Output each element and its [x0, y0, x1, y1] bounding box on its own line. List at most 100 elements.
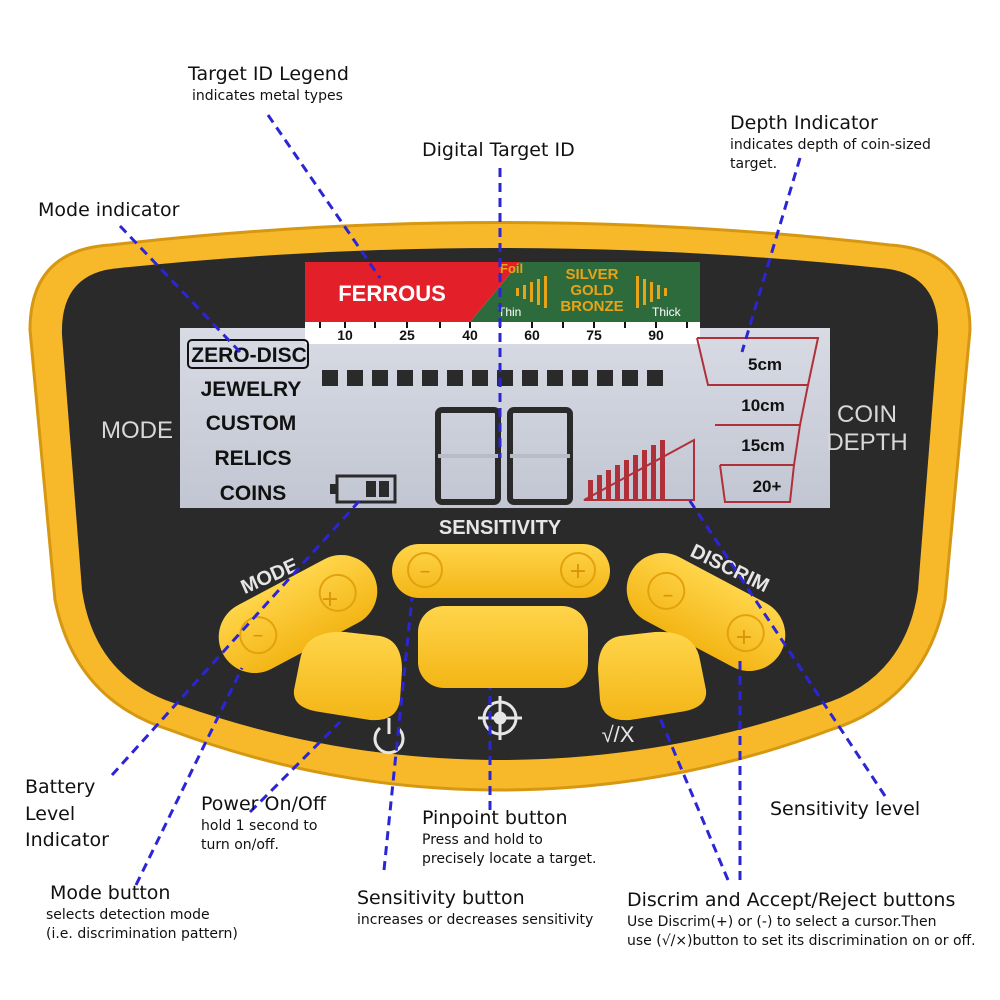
- battery-line2: Level: [25, 802, 76, 825]
- legend-scale: 10 25 40 60 75 90: [337, 327, 664, 343]
- foil-label: Foil: [500, 261, 523, 276]
- mode-button-group[interactable]: [206, 542, 390, 685]
- mode-minus[interactable]: –: [253, 623, 264, 648]
- sensitivity-minus[interactable]: –: [420, 559, 431, 584]
- non-ferrous-zone: [470, 262, 700, 322]
- annotation-leaders: [110, 114, 887, 886]
- power-button[interactable]: [293, 631, 402, 721]
- label-power: Power On/Off hold 1 second to turn on/of…: [201, 793, 326, 855]
- sensitivity-plus[interactable]: +: [569, 559, 587, 584]
- bronze-label: BRONZE: [560, 298, 623, 315]
- leader-power: [248, 720, 342, 814]
- digit-1: [435, 407, 501, 505]
- label-discrim-buttons: Discrim and Accept/Reject buttons Use Di…: [627, 889, 976, 951]
- battery-line1: Battery: [25, 776, 96, 798]
- gold-label: GOLD: [570, 282, 613, 299]
- crosshair-icon: [478, 696, 522, 740]
- mode-coins: COINS: [220, 482, 287, 505]
- legend-scale-strip: [305, 322, 700, 344]
- discrim-minus[interactable]: –: [663, 583, 674, 608]
- ferrous-label: FERROUS: [338, 281, 446, 306]
- sensitivity-level-title: Sensitivity level: [770, 798, 921, 820]
- depth-15cm: 15cm: [741, 436, 784, 455]
- mode-selected-box: [187, 339, 309, 369]
- discrim-button-group[interactable]: [614, 540, 798, 683]
- mode-button-title: Mode button: [50, 882, 171, 904]
- discrim-desc1: Use Discrim(+) or (-) to select a cursor…: [627, 913, 937, 930]
- depth-20plus: 20+: [753, 477, 782, 496]
- power-desc2: turn on/off.: [201, 836, 280, 853]
- pinpoint-desc2: precisely locate a target.: [422, 850, 597, 867]
- target-legend-title: Target ID Legend: [188, 63, 349, 85]
- scale-25: 25: [399, 327, 415, 343]
- leader-depth: [740, 157, 802, 353]
- mode-indicator-title: Mode indicator: [38, 199, 180, 221]
- discrim-plus[interactable]: +: [735, 625, 753, 650]
- label-digital-target-id: Digital Target ID: [422, 139, 575, 163]
- label-mode-indicator: Mode indicator: [38, 199, 179, 223]
- depth-labels: 5cm 10cm 15cm 20+: [741, 355, 784, 496]
- thin-label: Thin: [498, 305, 521, 319]
- target-id-segments: [322, 370, 663, 386]
- scale-60: 60: [524, 327, 540, 343]
- accept-reject-button[interactable]: [598, 631, 707, 721]
- ferrous-zone: [305, 262, 520, 322]
- label-sensitivity-level: Sensitivity level: [770, 798, 920, 822]
- depth-5cm: 5cm: [748, 355, 782, 374]
- depth-label: DEPTH: [826, 429, 907, 456]
- sensitivity-panel-label: SENSITIVITY: [439, 517, 562, 539]
- silver-label: SILVER: [565, 266, 618, 283]
- label-mode-button: Mode button selects detection mode (i.e.…: [46, 882, 238, 944]
- discrim-desc2: use (√/×)button to set its discriminatio…: [627, 932, 976, 949]
- battery-level-indicator: [330, 474, 397, 504]
- mode-button-desc1: selects detection mode: [46, 906, 210, 923]
- depth-indicator: [696, 337, 820, 503]
- leader-sensitivity-button: [382, 597, 414, 871]
- label-depth-indicator: Depth Indicator indicates depth of coin-…: [730, 112, 931, 174]
- mode-side-label: MODE: [101, 417, 173, 444]
- depth-indicator-title: Depth Indicator: [730, 112, 878, 134]
- leader-mode-button: [134, 667, 244, 886]
- mode-jewelry: JEWELRY: [201, 378, 302, 401]
- label-battery-level: Battery Level Indicator: [25, 774, 109, 854]
- digit-2: [507, 407, 573, 505]
- leader-target-legend: [266, 114, 382, 279]
- power-icon: [373, 718, 405, 755]
- label-target-id-legend: Target ID Legend indicates metal types: [188, 63, 349, 106]
- pinpoint-title: Pinpoint button: [422, 807, 568, 829]
- leader-battery: [110, 496, 364, 777]
- depth-indicator-desc1: indicates depth of coin-sized: [730, 136, 931, 153]
- target-legend-desc: indicates metal types: [192, 87, 343, 104]
- battery-line3: Indicator: [25, 829, 109, 852]
- digital-target-id: 00: [435, 407, 573, 505]
- scale-40: 40: [462, 327, 478, 343]
- thick-label: Thick: [652, 305, 682, 319]
- mode-custom: CUSTOM: [206, 412, 297, 435]
- label-sensitivity-button: Sensitivity button increases or decrease…: [357, 887, 593, 930]
- pinpoint-button[interactable]: [418, 606, 588, 688]
- signal-bars-right: [636, 276, 667, 308]
- mode-plus[interactable]: +: [321, 587, 339, 612]
- pinpoint-desc1: Press and hold to: [422, 831, 543, 848]
- scale-10: 10: [337, 327, 353, 343]
- discrim-title: Discrim and Accept/Reject buttons: [627, 889, 956, 911]
- sensitivity-button-desc: increases or decreases sensitivity: [357, 911, 594, 928]
- sensitivity-button-title: Sensitivity button: [357, 887, 525, 909]
- label-pinpoint: Pinpoint button Press and hold to precis…: [422, 807, 596, 869]
- depth-10cm: 10cm: [741, 396, 784, 415]
- signal-bars-left: [516, 276, 547, 308]
- coin-label: COIN: [837, 401, 897, 428]
- depth-indicator-desc2: target.: [730, 155, 778, 172]
- scale-75: 75: [586, 327, 602, 343]
- power-title: Power On/Off: [201, 793, 326, 815]
- digital-id-title: Digital Target ID: [422, 139, 575, 161]
- mode-relics: RELICS: [214, 447, 291, 470]
- mode-zero-disc: ZERO-DISC: [191, 344, 307, 367]
- mode-list: ZERO-DISC JEWELRY CUSTOM RELICS COINS: [191, 344, 307, 505]
- sensitivity-button-group[interactable]: [392, 544, 610, 598]
- scale-90: 90: [648, 327, 664, 343]
- mode-button-desc2: (i.e. discrimination pattern): [46, 925, 238, 942]
- power-desc1: hold 1 second to: [201, 817, 318, 834]
- sensitivity-level-bars: [583, 438, 695, 501]
